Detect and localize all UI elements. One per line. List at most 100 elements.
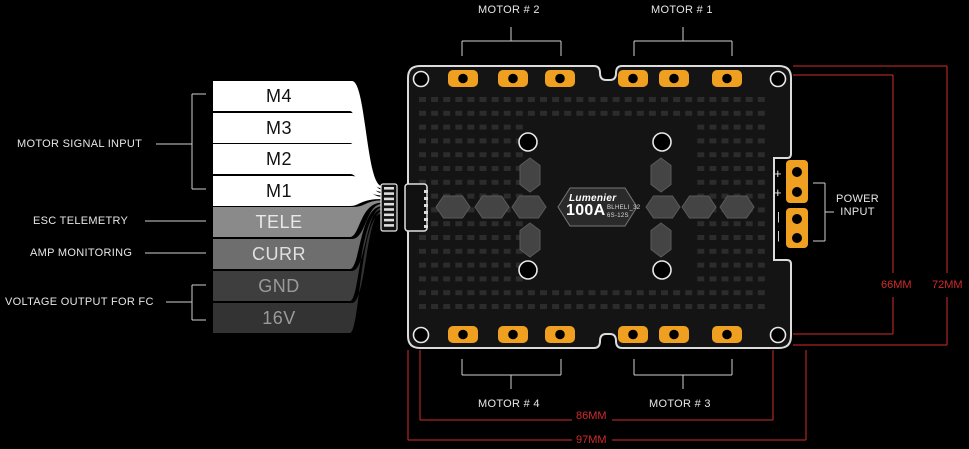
pad	[721, 152, 729, 158]
esc-board	[404, 65, 808, 349]
pad	[479, 97, 487, 102]
pad	[419, 179, 426, 185]
pad	[431, 138, 439, 144]
pad	[733, 235, 741, 240]
pad	[455, 179, 463, 185]
mosfet-5	[681, 195, 717, 219]
pad	[515, 97, 523, 102]
pad	[455, 152, 463, 158]
pad	[491, 276, 499, 282]
pad	[673, 290, 681, 296]
pad	[648, 304, 656, 309]
pad	[479, 235, 487, 240]
pad	[467, 248, 475, 254]
pad	[745, 248, 753, 254]
pad	[757, 124, 765, 130]
pad	[600, 304, 608, 309]
pad	[467, 166, 475, 171]
pad	[419, 304, 426, 309]
pad	[588, 110, 596, 116]
mosfet-4	[645, 195, 681, 219]
pad	[491, 235, 499, 240]
pad	[757, 248, 765, 254]
pad	[479, 152, 487, 158]
pad	[733, 97, 741, 102]
pad	[527, 110, 535, 116]
positive-terminal-1-sign: +	[774, 166, 782, 181]
chip-brand: Lumenier	[569, 193, 617, 204]
motor-3-pad-1-hole	[628, 329, 638, 340]
pad	[491, 290, 499, 296]
pad	[745, 276, 753, 282]
pad	[503, 110, 511, 116]
vertical-mosfet-1	[519, 157, 541, 193]
pad	[455, 235, 463, 240]
pad	[709, 152, 717, 158]
pad	[697, 110, 705, 116]
pad	[455, 110, 463, 116]
pad	[503, 179, 511, 185]
negative-terminal-1-sign: |	[777, 211, 781, 223]
pad	[443, 97, 451, 102]
pad	[515, 276, 523, 282]
pad	[648, 290, 656, 296]
pad	[503, 235, 511, 240]
pad	[576, 290, 584, 296]
pad	[515, 110, 523, 116]
pad	[419, 110, 426, 116]
pad	[467, 138, 475, 144]
center-hole	[652, 132, 672, 152]
pad	[661, 97, 668, 102]
pad	[721, 235, 729, 240]
pad	[503, 290, 511, 296]
pad	[709, 248, 717, 254]
motor-4-pad-3-hole	[555, 329, 565, 340]
pad	[697, 248, 705, 254]
outer-width-label: 97MM	[576, 434, 607, 446]
pad	[709, 97, 717, 102]
pad	[443, 110, 451, 116]
power-label-line-2: INPUT	[840, 206, 875, 218]
pad	[600, 290, 608, 296]
pad	[467, 290, 475, 296]
pad	[673, 110, 681, 116]
motor-signal-input-label: MOTOR SIGNAL INPUT	[17, 138, 143, 150]
pad	[552, 110, 560, 116]
pad	[515, 304, 523, 309]
pad	[745, 124, 753, 130]
pad	[745, 221, 753, 227]
board-signal-connector	[404, 183, 428, 232]
pad	[455, 138, 463, 144]
board-connector-pin	[424, 218, 428, 221]
pad	[431, 262, 439, 268]
pad	[673, 97, 681, 102]
pad	[721, 193, 729, 199]
pad	[515, 124, 523, 130]
pad	[455, 290, 463, 296]
mounting-hole	[412, 326, 430, 344]
pad	[709, 193, 717, 199]
pad	[697, 152, 705, 158]
pad	[552, 97, 560, 102]
pad	[491, 221, 499, 227]
pad	[757, 235, 765, 240]
pad	[419, 262, 426, 268]
center-hole	[652, 260, 672, 280]
pad	[467, 304, 475, 309]
pad	[467, 262, 475, 268]
pad	[503, 152, 511, 158]
pad	[431, 248, 439, 254]
pad	[709, 235, 717, 240]
pad	[491, 110, 499, 116]
pad	[564, 290, 572, 296]
wire-m1	[345, 176, 382, 206]
mounting-hole	[769, 70, 787, 88]
pad	[455, 276, 463, 282]
pad	[491, 97, 499, 102]
pad	[491, 166, 499, 171]
pad	[721, 166, 729, 171]
pad	[576, 304, 584, 309]
pad	[588, 304, 596, 309]
motor-3-pad-2-hole	[669, 329, 679, 340]
pad	[552, 290, 560, 296]
